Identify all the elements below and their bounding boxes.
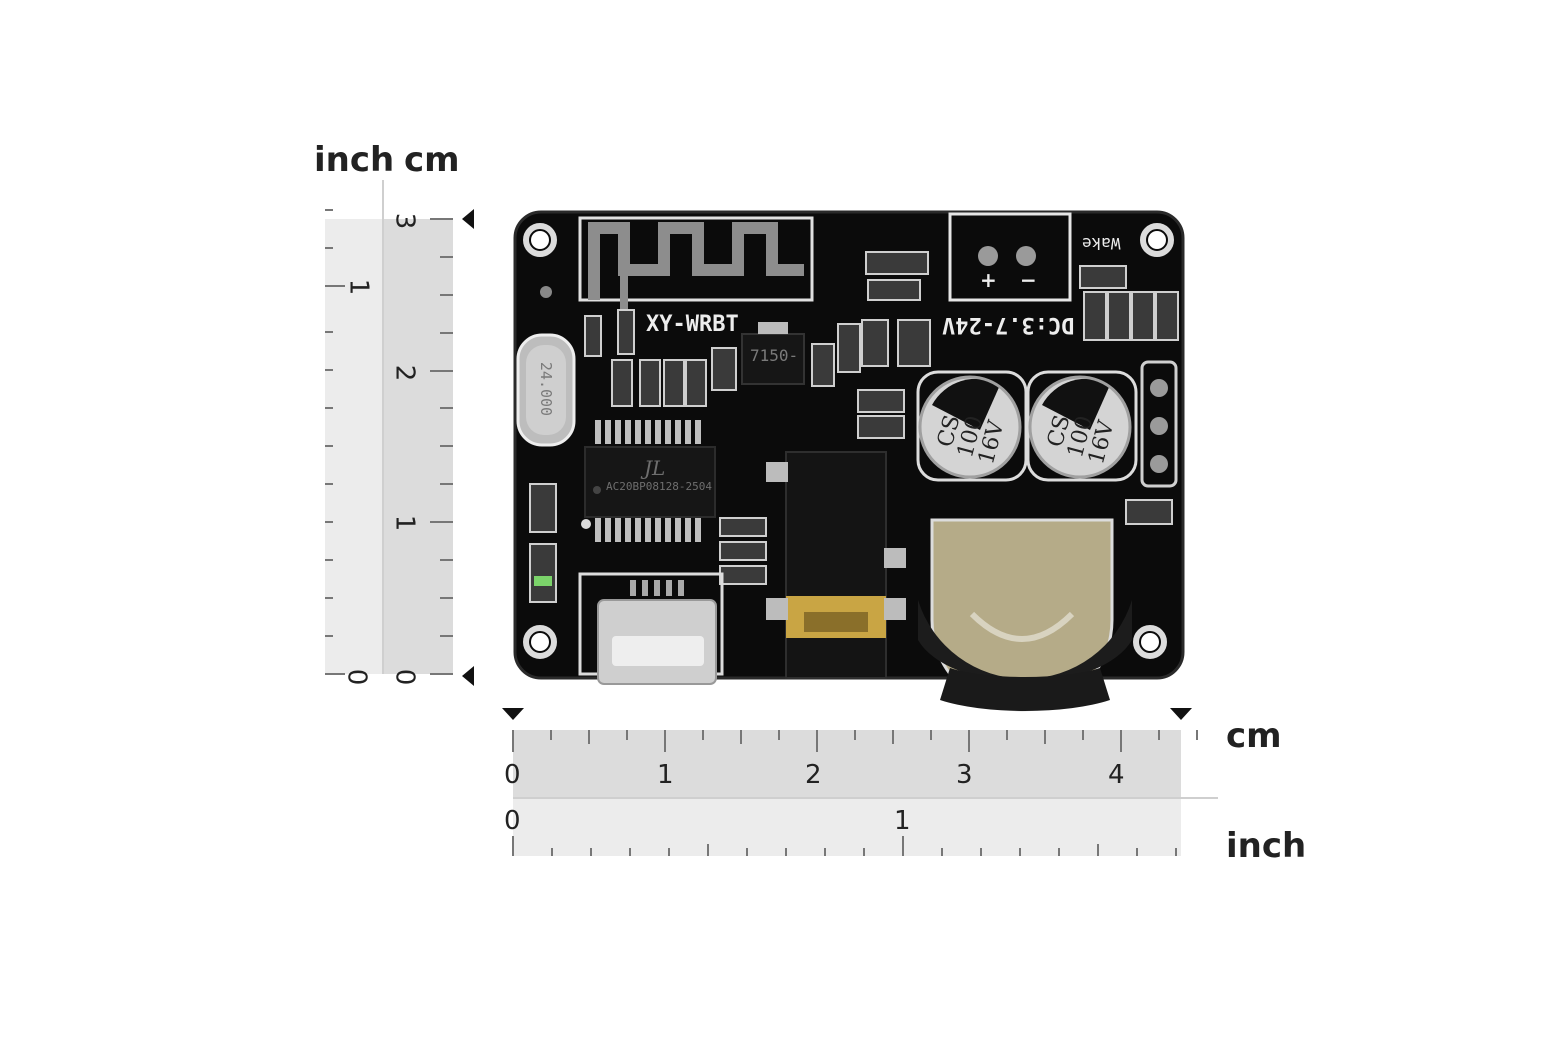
horizontal-cm-tick-0: 0 (504, 760, 521, 790)
arrow-left-marker (502, 708, 524, 720)
vertical-cm-tick-2: 2 (389, 364, 420, 382)
horizontal-cm-tick-3: 3 (956, 760, 973, 790)
horizontal-cm-tick-2: 2 (805, 760, 822, 790)
pcb-board (513, 210, 1185, 712)
regulator-marking: 7150- (750, 346, 799, 365)
arrow-bottom-marker (462, 666, 474, 686)
horizontal-cm-tick-1: 1 (657, 760, 674, 790)
vertical-ruler (325, 180, 474, 686)
vertical-cm-tick-0: 0 (389, 668, 420, 686)
terminal-plus-label: + (980, 268, 997, 292)
horizontal-inch-tick-0: 0 (504, 806, 521, 836)
arrow-right-marker (1170, 708, 1192, 720)
horizontal-ruler (502, 708, 1218, 856)
crystal-marking: 24.000 (537, 361, 555, 417)
board-wake-label: Wake (1082, 234, 1121, 253)
horizontal-ruler-unit-cm: cm (1226, 716, 1282, 756)
chip-marking: AC20BP08128-2504 (606, 480, 712, 493)
vertical-inch-tick-0: 0 (341, 668, 372, 686)
terminal-minus-label: − (1020, 268, 1037, 292)
vertical-cm-tick-1: 1 (389, 514, 420, 532)
board-power-label: DC:3.7-24V (942, 312, 1075, 337)
horizontal-cm-tick-4: 4 (1108, 760, 1125, 790)
arrow-top-marker (462, 209, 474, 229)
vertical-inch-tick-1: 1 (343, 278, 374, 296)
chip-logo: JL (644, 456, 666, 480)
horizontal-inch-tick-1: 1 (894, 806, 911, 836)
horizontal-ruler-unit-inch: inch (1226, 826, 1307, 866)
vertical-ruler-unit-cm: cm (404, 140, 460, 180)
vertical-ruler-unit-inch: inch (314, 140, 395, 180)
board-model-label: XY-WRBT (646, 312, 739, 337)
vertical-cm-tick-3: 3 (389, 212, 420, 230)
